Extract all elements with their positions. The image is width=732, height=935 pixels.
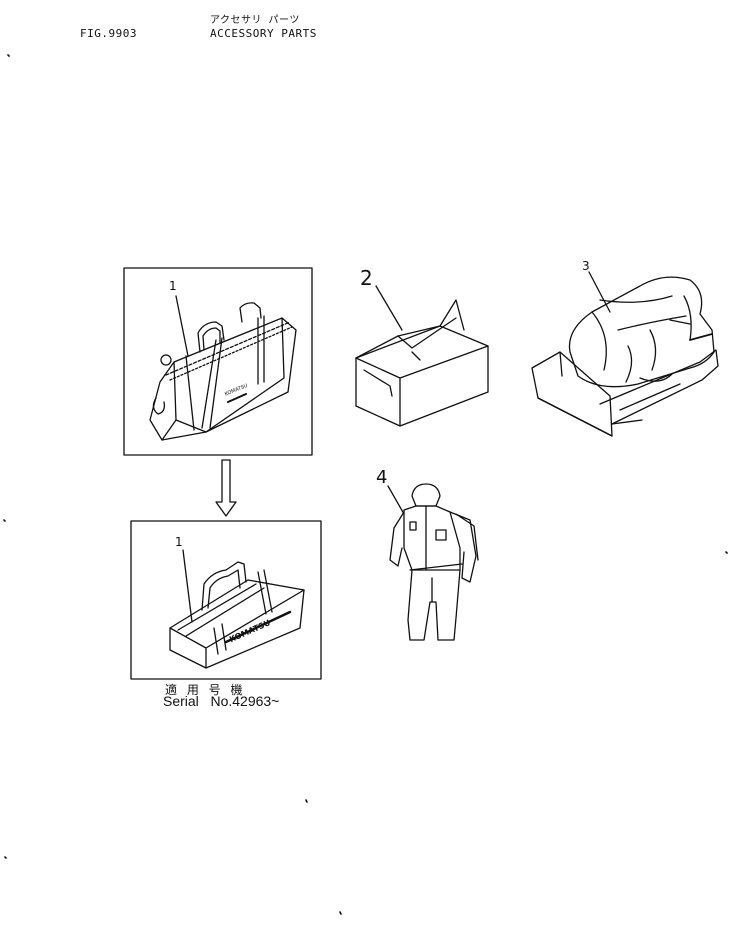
page-title: ACCESSORY PARTS: [210, 27, 317, 40]
callout-2: 2: [360, 266, 373, 290]
figure-number: FIG.9903: [80, 27, 137, 40]
soft-toolbag-illustration: [149, 302, 297, 441]
machine-cover-illustration: [531, 276, 719, 437]
callout-3: 3: [582, 259, 590, 273]
scan-specks: [3, 54, 728, 915]
callout-1-bottom: 1: [175, 535, 183, 549]
leader-line-3: [588, 271, 611, 313]
carton-box-illustration: [355, 299, 489, 427]
toolbag-frame-bottom: [130, 520, 322, 680]
down-arrow-icon: [215, 459, 237, 517]
serial-number-label: Serial No.42963~: [163, 693, 280, 709]
serial-label-japanese: 適 用 号 機: [165, 683, 246, 697]
hard-toolbox-illustration: [169, 561, 305, 669]
leader-line-2: [375, 285, 403, 331]
page-title-japanese: アクセサリ パーツ: [210, 15, 300, 26]
toolbag-frame-top: [123, 267, 313, 456]
callout-4: 4: [376, 467, 388, 488]
leader-line-1-top: [175, 295, 189, 357]
coverall-illustration: [389, 483, 479, 641]
leader-line-4: [387, 485, 405, 515]
leader-line-1-bottom: [182, 549, 193, 623]
callout-1-top: 1: [169, 279, 177, 293]
